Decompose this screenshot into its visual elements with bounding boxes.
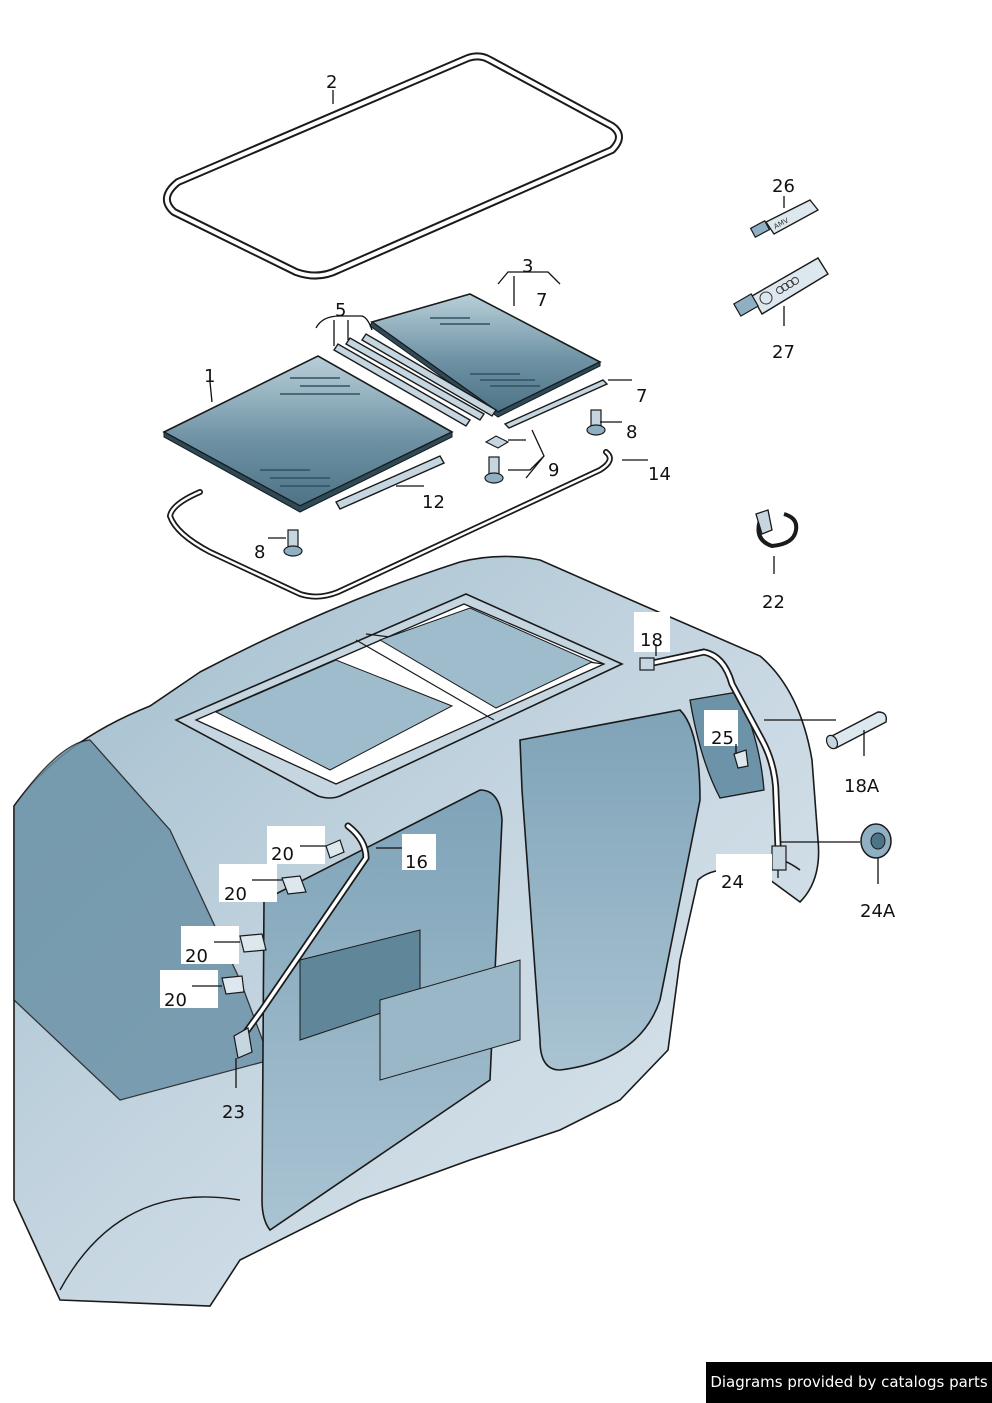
nut-icon (484, 435, 510, 449)
callout-7: 7 (536, 290, 547, 311)
callout-labels: 2 1 5 3 7 7 8 9 12 14 8 26 27 22 18 25 1… (164, 72, 896, 1123)
grommet-icon (860, 823, 892, 859)
callout-26: 26 (772, 176, 795, 197)
callout-16: 16 (405, 852, 428, 873)
callout-9: 9 (548, 460, 559, 481)
callout-7: 7 (636, 386, 647, 407)
callout-23: 23 (222, 1102, 245, 1123)
drain-hose-icon (639, 648, 787, 871)
callout-20: 20 (164, 990, 187, 1011)
sunroof-seal-icon (163, 52, 623, 280)
glass-panel-icon (162, 355, 454, 513)
callout-1: 1 (204, 366, 215, 387)
callout-18: 18 (640, 630, 663, 651)
sealant-tube-icon (733, 257, 829, 317)
callout-25: 25 (711, 728, 734, 749)
seal-strip-icon (503, 379, 609, 429)
callout-5: 5 (335, 300, 346, 321)
callout-24: 24 (721, 872, 744, 893)
clip-icon (221, 749, 749, 995)
callout-18a: 18A (844, 776, 880, 797)
callout-22: 22 (762, 592, 785, 613)
screw-icon (586, 409, 606, 436)
drain-hose-icon (233, 822, 370, 1059)
callout-8: 8 (626, 422, 637, 443)
callout-27: 27 (772, 342, 795, 363)
callout-2: 2 (326, 72, 337, 93)
credit-banner: Diagrams provided by catalogs parts (706, 1362, 992, 1403)
callout-20: 20 (224, 884, 247, 905)
seal-strip-icon (335, 455, 445, 510)
callout-20: 20 (185, 946, 208, 967)
callout-24a: 24A (860, 901, 896, 922)
callout-14: 14 (648, 464, 671, 485)
screw-icon (283, 529, 303, 557)
drain-hose-icon (825, 711, 888, 750)
car-body-icon (13, 555, 820, 1307)
frame-seal-icon (166, 449, 613, 600)
seal-strip-icon (333, 333, 497, 427)
callout-8: 8 (254, 542, 265, 563)
screw-icon (484, 456, 504, 484)
label-backgrounds (160, 612, 772, 1008)
hose-clamp-icon (755, 509, 799, 549)
sealant-tube-icon: AMV (749, 199, 819, 238)
callout-20: 20 (271, 844, 294, 865)
callout-12: 12 (422, 492, 445, 513)
leader-lines (192, 90, 879, 1088)
callout-3: 3 (522, 256, 533, 277)
